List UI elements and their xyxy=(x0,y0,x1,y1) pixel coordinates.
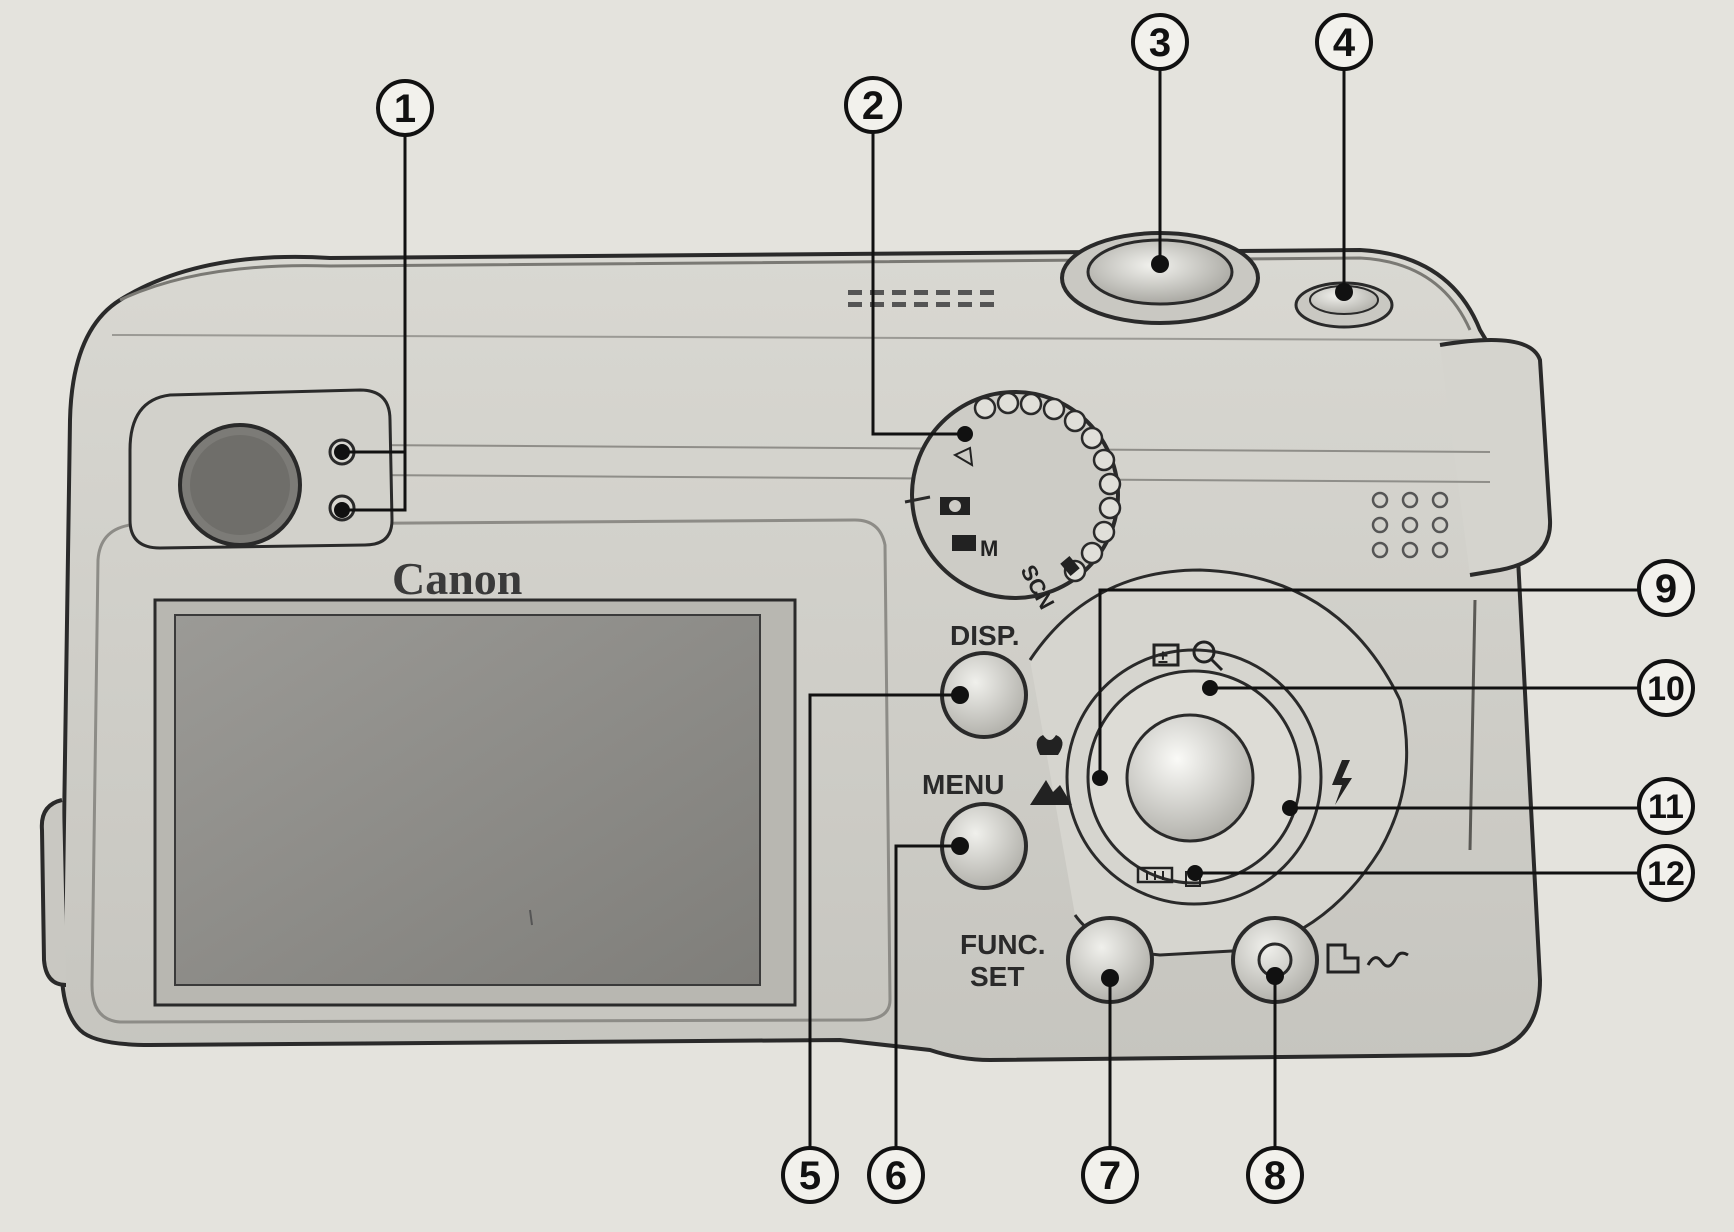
callout-12: 12 xyxy=(1637,844,1695,902)
svg-text:7: 7 xyxy=(1099,1154,1121,1198)
svg-text:8: 8 xyxy=(1264,1154,1286,1198)
leader-lines xyxy=(342,68,1639,1147)
callout-2: 2 xyxy=(844,76,902,134)
top-vent-slots xyxy=(848,290,994,307)
callout-1: 1 xyxy=(376,79,434,137)
svg-text:12: 12 xyxy=(1647,855,1685,893)
left-button-macro-infinity[interactable] xyxy=(1030,735,1072,805)
svg-text:2: 2 xyxy=(862,84,884,128)
leader-endpoints xyxy=(334,255,1353,987)
print-share-icon xyxy=(1326,943,1409,974)
lcd-screen xyxy=(153,598,797,1007)
callout-3: 3 xyxy=(1131,13,1189,71)
callout-8: 8 xyxy=(1246,1146,1304,1204)
svg-text:±: ± xyxy=(1158,647,1168,667)
viewfinder-block xyxy=(128,388,394,550)
svg-text:6: 6 xyxy=(885,1154,907,1198)
svg-text:4: 4 xyxy=(1333,21,1356,65)
callout-10: 10 xyxy=(1637,659,1695,717)
svg-text:11: 11 xyxy=(1648,788,1684,826)
svg-text:1: 1 xyxy=(394,87,416,131)
callout-11: 11 xyxy=(1637,777,1695,835)
set-label: SET xyxy=(970,961,1024,992)
svg-text:M: M xyxy=(980,536,998,561)
callout-7: 7 xyxy=(1081,1146,1139,1204)
center-set-button[interactable] xyxy=(1125,713,1255,843)
svg-text:10: 10 xyxy=(1647,670,1685,708)
up-button-exposure-zoom[interactable]: ± xyxy=(1152,640,1224,672)
callout-5: 5 xyxy=(781,1146,839,1204)
svg-text:5: 5 xyxy=(799,1154,821,1198)
menu-label: MENU xyxy=(922,769,1004,800)
disp-label: DISP. xyxy=(950,620,1020,651)
svg-text:9: 9 xyxy=(1655,567,1677,611)
right-button-flash[interactable] xyxy=(1332,760,1352,805)
speaker-grille xyxy=(1371,491,1449,559)
func-label: FUNC. xyxy=(960,929,1046,960)
callout-4: 4 xyxy=(1315,13,1373,71)
svg-text:3: 3 xyxy=(1149,21,1171,65)
callout-9: 9 xyxy=(1637,559,1695,617)
callout-6: 6 xyxy=(867,1146,925,1204)
brand-logo: Canon xyxy=(392,553,522,604)
